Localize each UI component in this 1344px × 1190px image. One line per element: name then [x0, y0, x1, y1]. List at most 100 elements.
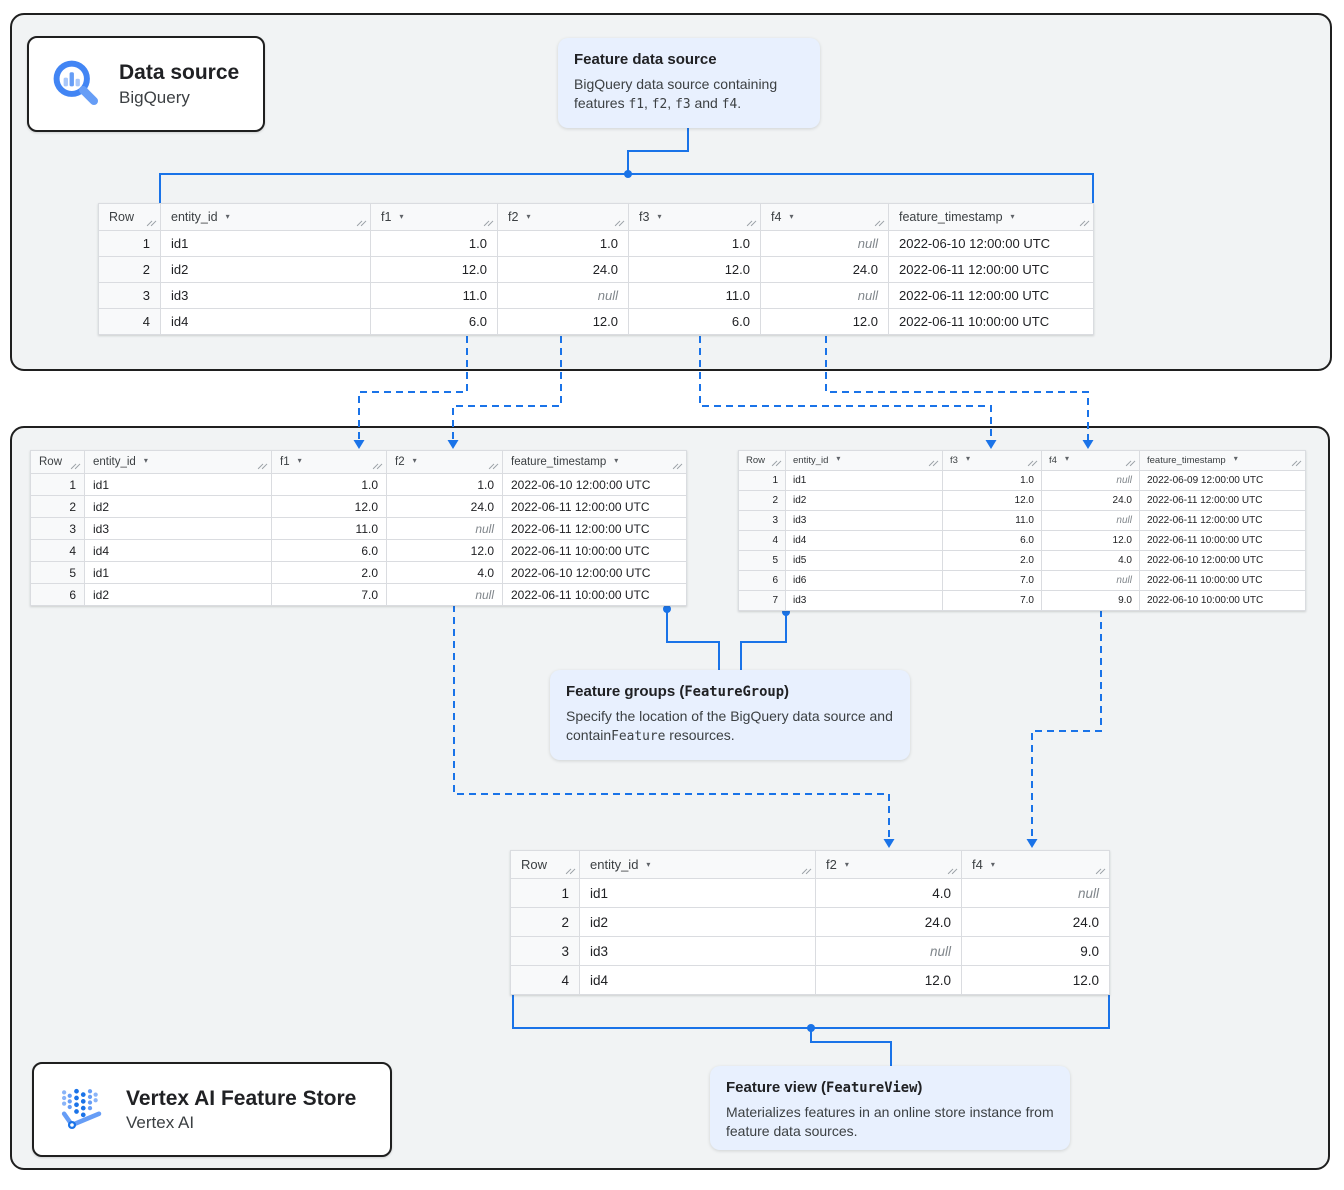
column-dropdown-caret-icon: ▾ [1064, 454, 1069, 463]
column-resize-icon [672, 462, 683, 471]
column-header-feature_timestamp: feature_timestamp▾ [1139, 450, 1306, 471]
data-source-card-subtitle: BigQuery [119, 87, 190, 107]
column-resize-icon [614, 219, 625, 228]
column-resize-icon [1095, 867, 1106, 876]
table-cell: 9.0 [1041, 590, 1140, 611]
column-header-entity_id: entity_id▾ [160, 203, 371, 231]
column-header-f2: f2▾ [815, 850, 962, 879]
data-source-card: Data source BigQuery [27, 36, 265, 132]
code-token: Feature [611, 729, 666, 745]
table-cell: 12.0 [760, 308, 889, 335]
table-cell: 12.0 [628, 256, 761, 283]
table-cell: 12.0 [370, 256, 498, 283]
column-dropdown-caret-icon: ▾ [965, 454, 970, 463]
text-segment: . [737, 95, 742, 112]
table-cell: 24.0 [386, 495, 503, 518]
text-segment: Feature data source [574, 51, 717, 68]
column-resize-icon [372, 462, 383, 471]
column-resize-icon [746, 219, 757, 228]
text-segment: BigQuery data source containing features [574, 76, 778, 112]
column-label: f3 [950, 455, 958, 466]
table-cell: null [1041, 570, 1140, 591]
table-cell: null [760, 282, 889, 309]
column-resize-icon [565, 867, 576, 876]
table-cell: 2022-06-11 12:00:00 UTC [502, 495, 687, 518]
table-cell: 9.0 [961, 936, 1110, 966]
column-dropdown-caret-icon: ▾ [143, 456, 148, 465]
bigquery-magnifier-icon [49, 56, 101, 113]
column-dropdown-caret-icon: ▾ [646, 860, 651, 869]
text-segment: Materializes features in an online store… [726, 1104, 1054, 1140]
table-cell: 2022-06-11 12:00:00 UTC [888, 282, 1094, 309]
callout-title: Feature data source [574, 51, 804, 68]
table-cell: 4.0 [1041, 550, 1140, 571]
column-label: f2 [508, 210, 519, 224]
column-dropdown-caret-icon: ▾ [225, 212, 230, 221]
callout-body: Materializes features in an online store… [726, 1103, 1054, 1142]
table-cell: 2022-06-11 10:00:00 UTC [888, 308, 1094, 335]
table-cell: 3 [98, 282, 161, 309]
feature-groups-callout: Feature groups (FeatureGroup) Specify th… [550, 670, 910, 760]
table-cell: 12.0 [386, 539, 503, 562]
table-cell: id3 [160, 282, 371, 309]
table-cell: null [815, 936, 962, 966]
feature-store-card-subtitle: Vertex AI [126, 1113, 195, 1132]
column-dropdown-caret-icon: ▾ [412, 456, 417, 465]
feature-store-card: Vertex AI Feature Store Vertex AI [32, 1062, 392, 1157]
table-cell: id1 [579, 878, 816, 908]
table-cell: 6.0 [628, 308, 761, 335]
column-header-Row: Row [738, 450, 786, 471]
table-cell: 7.0 [271, 583, 387, 606]
column-resize-icon [488, 462, 499, 471]
table-cell: 3 [510, 936, 580, 966]
table-cell: 4.0 [386, 561, 503, 584]
column-dropdown-caret-icon: ▾ [399, 212, 404, 221]
table-cell: 11.0 [271, 517, 387, 540]
table-cell: 1.0 [628, 230, 761, 257]
column-resize-icon [146, 219, 157, 228]
table-cell: id2 [785, 490, 943, 511]
table-cell: 1.0 [942, 470, 1042, 491]
callout-title: Feature groups (FeatureGroup) [566, 683, 894, 700]
text-segment: , [667, 95, 676, 112]
feature-data-source-callout: Feature data source BigQuery data source… [558, 38, 820, 128]
column-header-Row: Row [30, 450, 85, 474]
table-cell: 2 [30, 495, 85, 518]
table-cell: 24.0 [961, 907, 1110, 937]
column-dropdown-caret-icon: ▾ [844, 860, 849, 869]
table-cell: 7.0 [942, 570, 1042, 591]
table-cell: 2022-06-10 12:00:00 UTC [1139, 550, 1306, 571]
column-header-f4: f4▾ [760, 203, 889, 231]
table-cell: id3 [785, 510, 943, 531]
vertex-ai-icon [54, 1080, 108, 1139]
text-segment: ) [917, 1079, 923, 1096]
table-cell: 12.0 [497, 308, 629, 335]
column-header-f1: f1▾ [271, 450, 387, 474]
table-cell: 3 [738, 510, 786, 531]
table-cell: 4 [98, 308, 161, 335]
column-label: Row [521, 857, 548, 872]
table-cell: 12.0 [271, 495, 387, 518]
column-header-f1: f1▾ [370, 203, 498, 231]
column-label: Row [746, 455, 766, 466]
table-cell: 2 [738, 490, 786, 511]
table-cell: null [1041, 470, 1140, 491]
table-cell: null [760, 230, 889, 257]
column-header-f4: f4▾ [961, 850, 1110, 879]
table-cell: 2022-06-11 12:00:00 UTC [1139, 490, 1306, 511]
table-cell: 4 [510, 965, 580, 995]
column-header-Row: Row [510, 850, 580, 879]
table-cell: 12.0 [815, 965, 962, 995]
